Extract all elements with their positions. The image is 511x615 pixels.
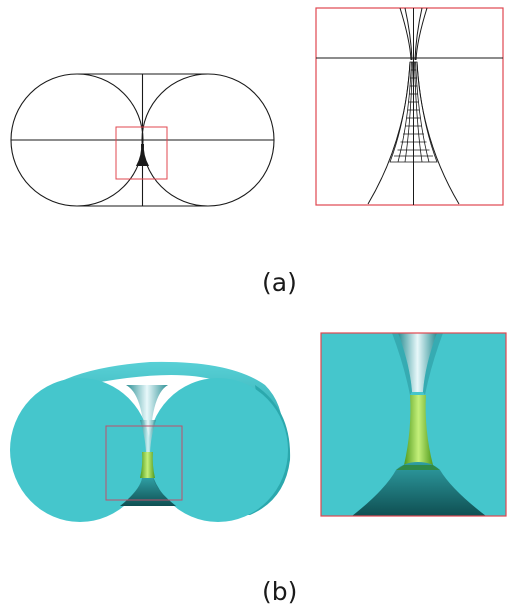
lower-left-flare	[367, 61, 411, 205]
panel-a-overview	[10, 73, 275, 207]
zoom-green-band	[404, 395, 433, 465]
zoom-funnel-base	[352, 462, 486, 516]
upper-right-arc-2	[414, 7, 423, 61]
upper-left-arc-2	[404, 7, 413, 61]
caption-a: (a)	[262, 268, 297, 297]
lower-right-flare	[416, 61, 460, 205]
caption-b: (b)	[262, 577, 298, 606]
cusp-mesh-small	[136, 144, 149, 166]
zoom-region-box-a	[115, 126, 168, 180]
zoom-inset-frame-b	[320, 332, 507, 517]
panel-a-zoom	[315, 7, 504, 206]
zoom-light-cone	[398, 333, 437, 392]
panel-b-zoom	[320, 332, 507, 517]
zoom-inset-frame-a	[315, 7, 504, 206]
panel-b-render	[10, 361, 291, 522]
upper-left-arc	[399, 7, 412, 61]
funnel-mesh	[389, 61, 438, 163]
zoom-region-box-b	[105, 425, 183, 501]
left-disc-face	[10, 378, 150, 522]
right-disc-face	[148, 378, 288, 522]
upper-right-arc	[415, 7, 428, 61]
